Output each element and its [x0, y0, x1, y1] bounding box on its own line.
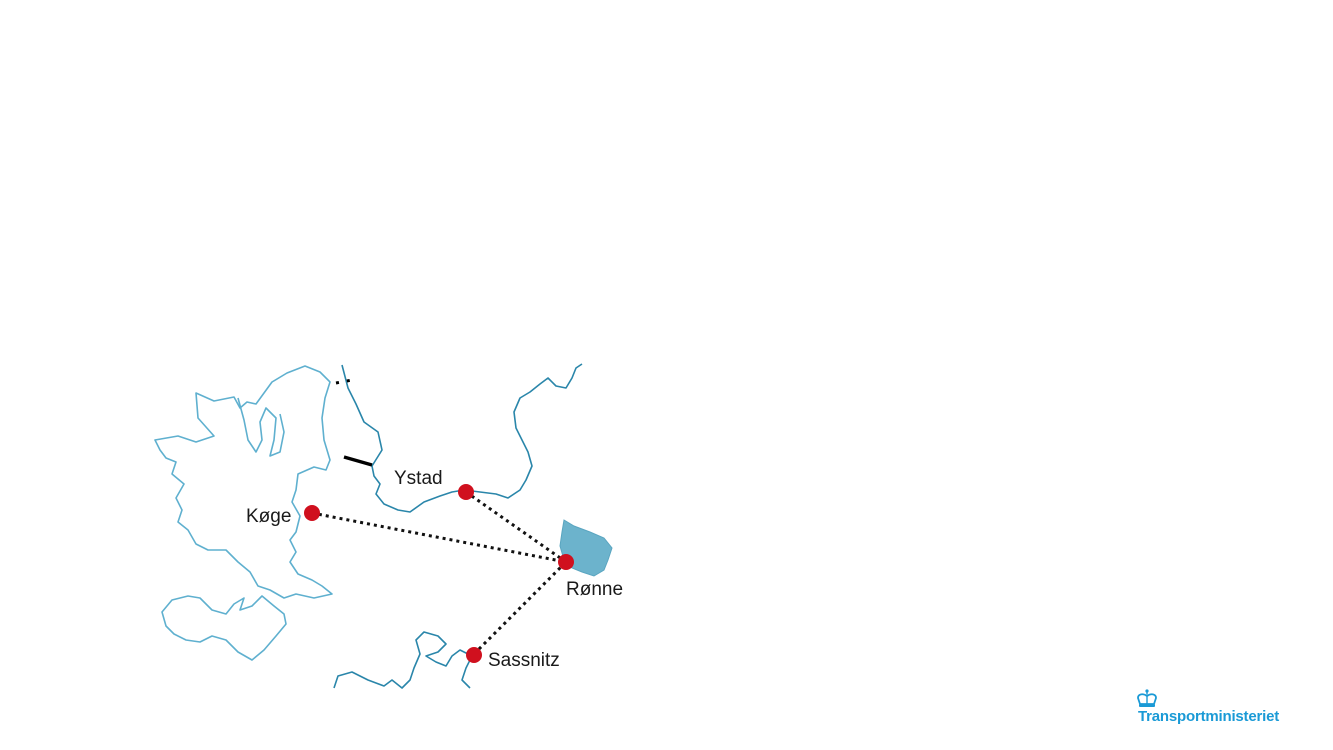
port-label-koge: Køge: [246, 506, 291, 527]
crown-icon: [1137, 689, 1157, 707]
sweden-coastline: [341, 363, 583, 513]
port-label-ystad: Ystad: [394, 468, 443, 489]
isefjord-coastline: [237, 397, 285, 457]
port-marker-koge: [304, 505, 320, 521]
port-label-sassnitz: Sassnitz: [488, 650, 560, 671]
route-ystad-ronne: [465, 490, 567, 564]
port-label-ronne: Rønne: [566, 579, 623, 600]
port-marker-ronne: [558, 554, 574, 570]
rugen-coastline: [333, 631, 473, 689]
zealand-coastline: [154, 365, 333, 599]
route-sassnitz-ronne: [472, 560, 568, 656]
port-marker-ystad: [458, 484, 474, 500]
south-islands-coastline: [161, 595, 287, 661]
logo-text: Transportministeriet: [1138, 708, 1280, 725]
port-marker-sassnitz: [466, 647, 482, 663]
transportministeriet-logo: Transportministeriet: [1132, 688, 1308, 732]
route-koge-ronne: [311, 511, 567, 564]
bridge-dots: [335, 378, 353, 385]
bridge-line: [343, 455, 373, 467]
